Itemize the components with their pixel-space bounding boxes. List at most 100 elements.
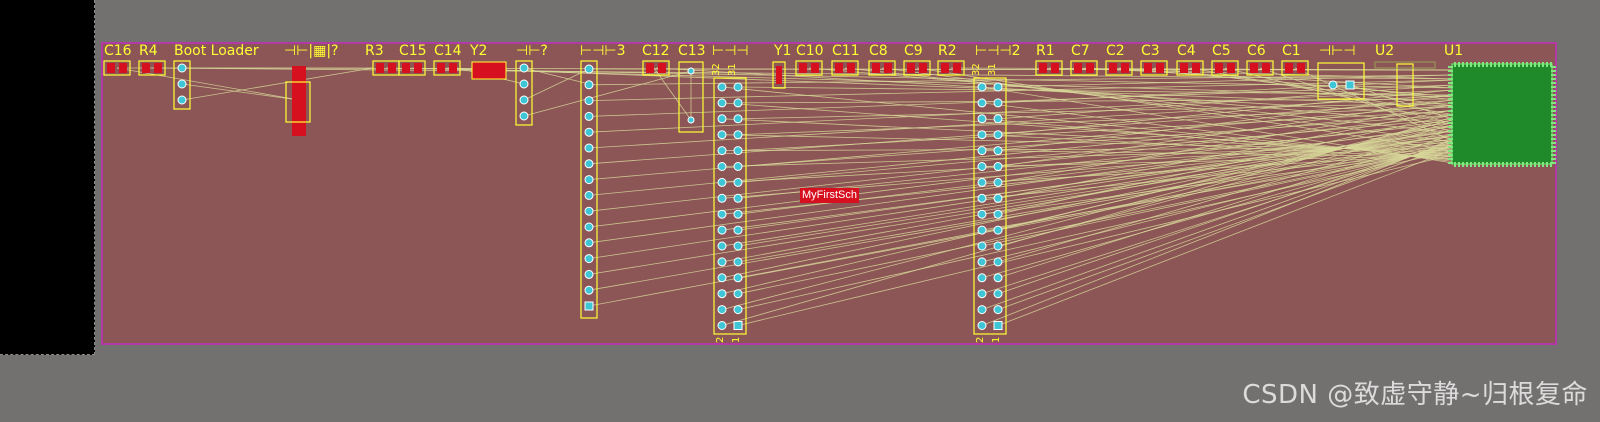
- ratsnest-line: [981, 118, 1466, 162]
- component-label: ⊢⊣⊢3: [580, 43, 626, 59]
- pin-hole: [717, 177, 727, 187]
- u1-pin: [1502, 62, 1504, 67]
- u1-pin: [1551, 146, 1556, 148]
- header-single-row: [580, 60, 598, 319]
- pin-hole: [717, 193, 727, 203]
- pin-hole: [977, 241, 987, 251]
- smd-pad: [1039, 63, 1047, 73]
- component-label: C12: [642, 43, 670, 59]
- u1-pin: [1448, 66, 1453, 68]
- pin-hole: [519, 111, 529, 121]
- component-label: ⊣⊢?: [516, 43, 548, 59]
- pin-hole: [733, 130, 743, 140]
- u1-pin: [1454, 62, 1456, 67]
- ratsnest-line: [844, 67, 1456, 134]
- pin-hole: [977, 98, 987, 108]
- pin-hole-square: [993, 321, 1003, 330]
- pin-hole: [993, 162, 1003, 171]
- pin-hole: [977, 114, 987, 124]
- button-pad: [292, 66, 306, 136]
- pin-hole: [977, 146, 987, 156]
- u1-pin: [1458, 62, 1460, 67]
- crystal-y1: [772, 61, 786, 89]
- smd-outline: [103, 60, 131, 76]
- smd-footprint: [903, 60, 931, 76]
- smd-pad: [847, 63, 855, 73]
- ratsnest-line: [1224, 67, 1456, 125]
- u1-pin: [1448, 146, 1453, 148]
- ratsnest-line: [997, 139, 1453, 295]
- boot-loader-header: [173, 60, 191, 110]
- smd-outline: [937, 60, 965, 76]
- pin-hole: [519, 63, 529, 73]
- u2-body: [1374, 61, 1436, 69]
- ratsnest-line: [737, 98, 1453, 104]
- u1-pin: [1448, 110, 1453, 112]
- pin-hole: [584, 80, 594, 90]
- pin-hole: [977, 162, 987, 171]
- ratsnest-line: [881, 67, 1456, 143]
- smd-footprint: [1140, 60, 1168, 76]
- u1-pin: [1550, 162, 1552, 167]
- ratsnest-line: [446, 67, 1456, 107]
- smd-pad: [1156, 63, 1164, 73]
- component-label: ⊣⊢⊣: [1319, 43, 1356, 59]
- pin-number: 31: [987, 63, 998, 76]
- u1-pin: [1470, 162, 1472, 167]
- smd-footprint: [138, 60, 166, 76]
- u1-pin: [1551, 102, 1556, 104]
- smd-pad: [658, 63, 666, 73]
- sheet-name-label[interactable]: MyFirstSch: [800, 188, 859, 203]
- u1-pin: [1498, 162, 1500, 167]
- pin-hole: [584, 254, 594, 264]
- header-outline: [713, 77, 747, 335]
- pin-hole-square: [733, 321, 743, 330]
- pin-hole: [993, 257, 1003, 267]
- pin-number: 1: [731, 337, 742, 343]
- component-label: C13: [678, 43, 706, 59]
- ratsnest-line: [981, 136, 1466, 310]
- u1-pin: [1448, 162, 1453, 164]
- u1-pin: [1551, 90, 1556, 92]
- u1-pin: [1474, 162, 1476, 167]
- pin-hole: [717, 289, 727, 299]
- u1-pin: [1538, 62, 1540, 67]
- smd-pad: [953, 63, 961, 73]
- ratsnest-line: [1118, 67, 1456, 98]
- pin-hole: [717, 321, 727, 330]
- smd-outline: [831, 60, 859, 76]
- u1-pin: [1494, 62, 1496, 67]
- component-label: ⊣⊢|▦|?: [284, 43, 338, 59]
- regulator-outline: [1317, 62, 1365, 100]
- u1-pin: [1506, 162, 1508, 167]
- smd-outline: [1176, 60, 1204, 76]
- component-label: C8: [869, 43, 888, 59]
- black-panel: [0, 0, 95, 355]
- u1-pin: [1448, 150, 1453, 152]
- smd-outline: [1211, 60, 1239, 76]
- ratsnest-line: [737, 134, 1453, 247]
- component-label: R3: [365, 43, 384, 59]
- pin-hole: [717, 98, 727, 108]
- u1-pin: [1466, 162, 1468, 167]
- panel-dashed-border-horizontal: [0, 354, 95, 355]
- ratsnest-line: [997, 124, 1453, 247]
- ratsnest-line: [151, 67, 1456, 80]
- smd-pad: [1192, 63, 1200, 73]
- u1-pin: [1514, 62, 1516, 67]
- u1-pin: [1498, 62, 1500, 67]
- smd-outline: [642, 60, 670, 76]
- smd-pad: [1180, 63, 1188, 73]
- pin-hole: [177, 79, 187, 89]
- smd-outline: [868, 60, 896, 76]
- ratsnest-line: [737, 102, 1453, 120]
- pin-hole: [993, 273, 1003, 283]
- pin-hole: [177, 95, 187, 105]
- ratsnest-line: [997, 104, 1453, 183]
- u1-pin: [1448, 106, 1453, 108]
- u1-pin: [1522, 62, 1524, 67]
- smd-outline: [1035, 60, 1063, 76]
- pin-hole: [977, 225, 987, 235]
